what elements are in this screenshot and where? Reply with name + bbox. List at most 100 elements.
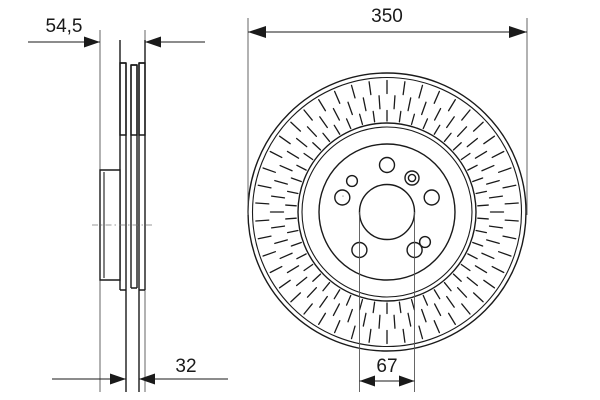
vane-slot xyxy=(269,150,283,159)
vane-slot xyxy=(257,184,272,189)
arrowhead-67-left xyxy=(359,375,375,387)
vane-slot xyxy=(443,132,452,143)
rotor-lower-stub xyxy=(125,290,140,392)
dimension-centre-bore: 67 xyxy=(359,212,415,392)
rotor-vane-upper xyxy=(130,64,138,136)
vane-slot xyxy=(372,301,376,314)
vane-slot xyxy=(452,142,462,151)
vane-slot xyxy=(368,328,372,343)
vane-slot xyxy=(407,97,412,112)
vane-slot xyxy=(319,116,328,129)
vane-slot xyxy=(362,97,367,112)
vane-slot xyxy=(466,137,479,148)
dimension-label-centre-bore: 67 xyxy=(376,356,397,377)
vane-slot xyxy=(286,229,299,234)
vane-slot xyxy=(488,195,504,199)
vane-slot xyxy=(421,101,427,116)
vane-slot xyxy=(290,292,302,303)
vane-slot xyxy=(312,142,322,151)
vane-slot xyxy=(475,190,488,195)
vane-slot xyxy=(303,109,313,121)
vane-slot xyxy=(472,121,484,132)
vane-slot xyxy=(410,298,416,311)
vane-slot xyxy=(295,137,308,148)
vane-slot xyxy=(477,204,489,207)
friction-ring-inner-circle-2 xyxy=(301,126,473,298)
vane-slot xyxy=(312,273,322,282)
vane-slot xyxy=(422,294,429,306)
vane-slot xyxy=(255,219,270,222)
vane-slot xyxy=(303,303,313,315)
friction-ring-inner-circle xyxy=(297,122,477,302)
vane-slot xyxy=(274,179,288,185)
vane-slot xyxy=(433,289,441,300)
vane-slot xyxy=(318,98,327,112)
vane-slot xyxy=(372,110,376,123)
vane-slot xyxy=(483,279,496,289)
vane-slot xyxy=(460,263,471,272)
vane-slot xyxy=(483,135,496,145)
vane-slot xyxy=(358,113,364,126)
dimension-overall-width: 54,5 xyxy=(28,16,205,48)
vane-slot xyxy=(452,273,462,282)
vane-slot xyxy=(270,195,286,199)
vane-slot xyxy=(286,150,300,159)
arrowhead-32-right xyxy=(139,373,155,385)
vane-slot xyxy=(467,164,478,171)
balance-hole-1 xyxy=(345,174,359,188)
vane-slot xyxy=(318,312,327,326)
vane-slot xyxy=(350,325,356,340)
vane-slot xyxy=(502,235,517,240)
vane-slot xyxy=(502,184,517,189)
dimension-disc-diameter: 350 xyxy=(247,6,528,215)
vane-slot xyxy=(319,295,328,308)
vane-slot xyxy=(472,241,484,247)
vane-slot xyxy=(303,152,314,161)
vane-slot xyxy=(333,289,341,300)
vane-slot xyxy=(333,320,341,334)
vane-slot xyxy=(332,107,341,121)
vane-slot xyxy=(488,225,504,229)
vane-slot xyxy=(333,90,341,104)
vane-slot xyxy=(290,121,302,132)
vane-slot xyxy=(362,312,367,327)
vane-slot xyxy=(486,179,500,185)
vane-slot xyxy=(286,190,299,195)
vane-slot xyxy=(481,252,495,260)
vane-slot xyxy=(443,281,452,292)
vane-slot xyxy=(347,101,353,116)
dimension-label-overall-width: 54,5 xyxy=(46,16,83,37)
vane-slot xyxy=(418,325,424,340)
vane-slot xyxy=(447,98,456,112)
vane-slot xyxy=(474,265,488,274)
vane-slot xyxy=(456,126,468,138)
vane-slot xyxy=(306,286,318,298)
rotor-upper-stub xyxy=(119,40,146,63)
vane-slot xyxy=(433,107,442,121)
vane-slot xyxy=(472,292,484,303)
vane-slot xyxy=(322,132,331,143)
arrowhead-67-right xyxy=(399,375,415,387)
vane-slot xyxy=(433,303,442,317)
vane-slot xyxy=(398,110,402,123)
vane-slot xyxy=(257,235,272,240)
vane-slot xyxy=(407,312,412,327)
front-elevation-view: 350 67 xyxy=(247,6,528,392)
vane-slot xyxy=(278,279,291,289)
vane-slot xyxy=(295,276,308,287)
vane-slot xyxy=(286,265,300,274)
vane-slot xyxy=(504,202,519,205)
vane-slot xyxy=(433,124,441,135)
centre-bore xyxy=(358,183,416,241)
vane-slot xyxy=(477,217,489,220)
vane-slot xyxy=(474,150,488,159)
vane-slot xyxy=(472,177,484,183)
vane-slot xyxy=(393,314,396,329)
vane-slot xyxy=(433,320,441,334)
vane-slot xyxy=(274,239,288,245)
vane-slot xyxy=(255,202,270,205)
vane-slot xyxy=(486,239,500,245)
vane-slot xyxy=(460,152,471,161)
vane-slot xyxy=(475,229,488,234)
